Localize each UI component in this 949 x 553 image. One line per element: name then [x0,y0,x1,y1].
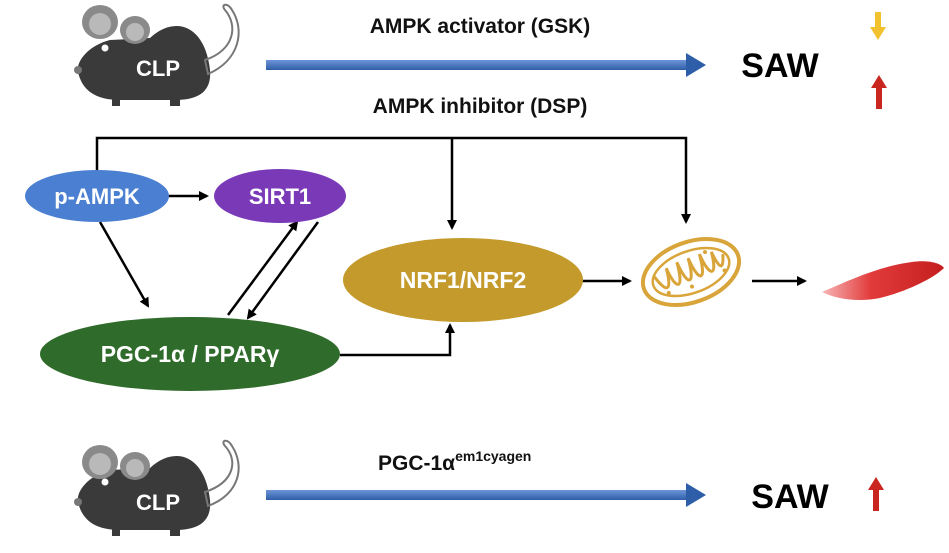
saw-outcome-top: SAW [741,47,819,85]
node-nrf [343,238,583,322]
mouse-icon-bottom [74,439,240,536]
ampk-inhibitor-label: AMPK inhibitor (DSP) [373,95,588,118]
label-p-ampk: p-AMPK [54,184,140,209]
pathway-connectors [95,136,807,357]
mouse-icon-top [74,3,240,106]
down-arrow-icon [870,12,886,40]
label-nrf: NRF1/NRF2 [400,267,527,293]
mouse-label-top: CLP [136,56,180,81]
pgc-knockout-main: PGC-1α [378,452,455,475]
up-arrow-icon-top [871,75,887,109]
node-p-ampk [25,170,169,222]
top-blue-arrow [266,53,706,77]
node-pgc [40,317,340,391]
mitochondrion-icon [640,237,742,307]
node-sirt1 [214,169,346,223]
bottom-blue-arrow [266,483,706,507]
saw-outcome-bottom: SAW [751,478,829,516]
muscle-icon [822,261,944,300]
ampk-activator-label: AMPK activator (GSK) [370,15,591,38]
up-arrow-icon-bottom [868,477,884,511]
label-pgc: PGC-1α / PPARγ [101,341,280,367]
pgc-knockout-label: PGC-1αem1cyagen [378,448,531,475]
mouse-label-bottom: CLP [136,490,180,515]
label-sirt1: SIRT1 [249,184,311,209]
pgc-knockout-sup: em1cyagen [455,448,531,464]
